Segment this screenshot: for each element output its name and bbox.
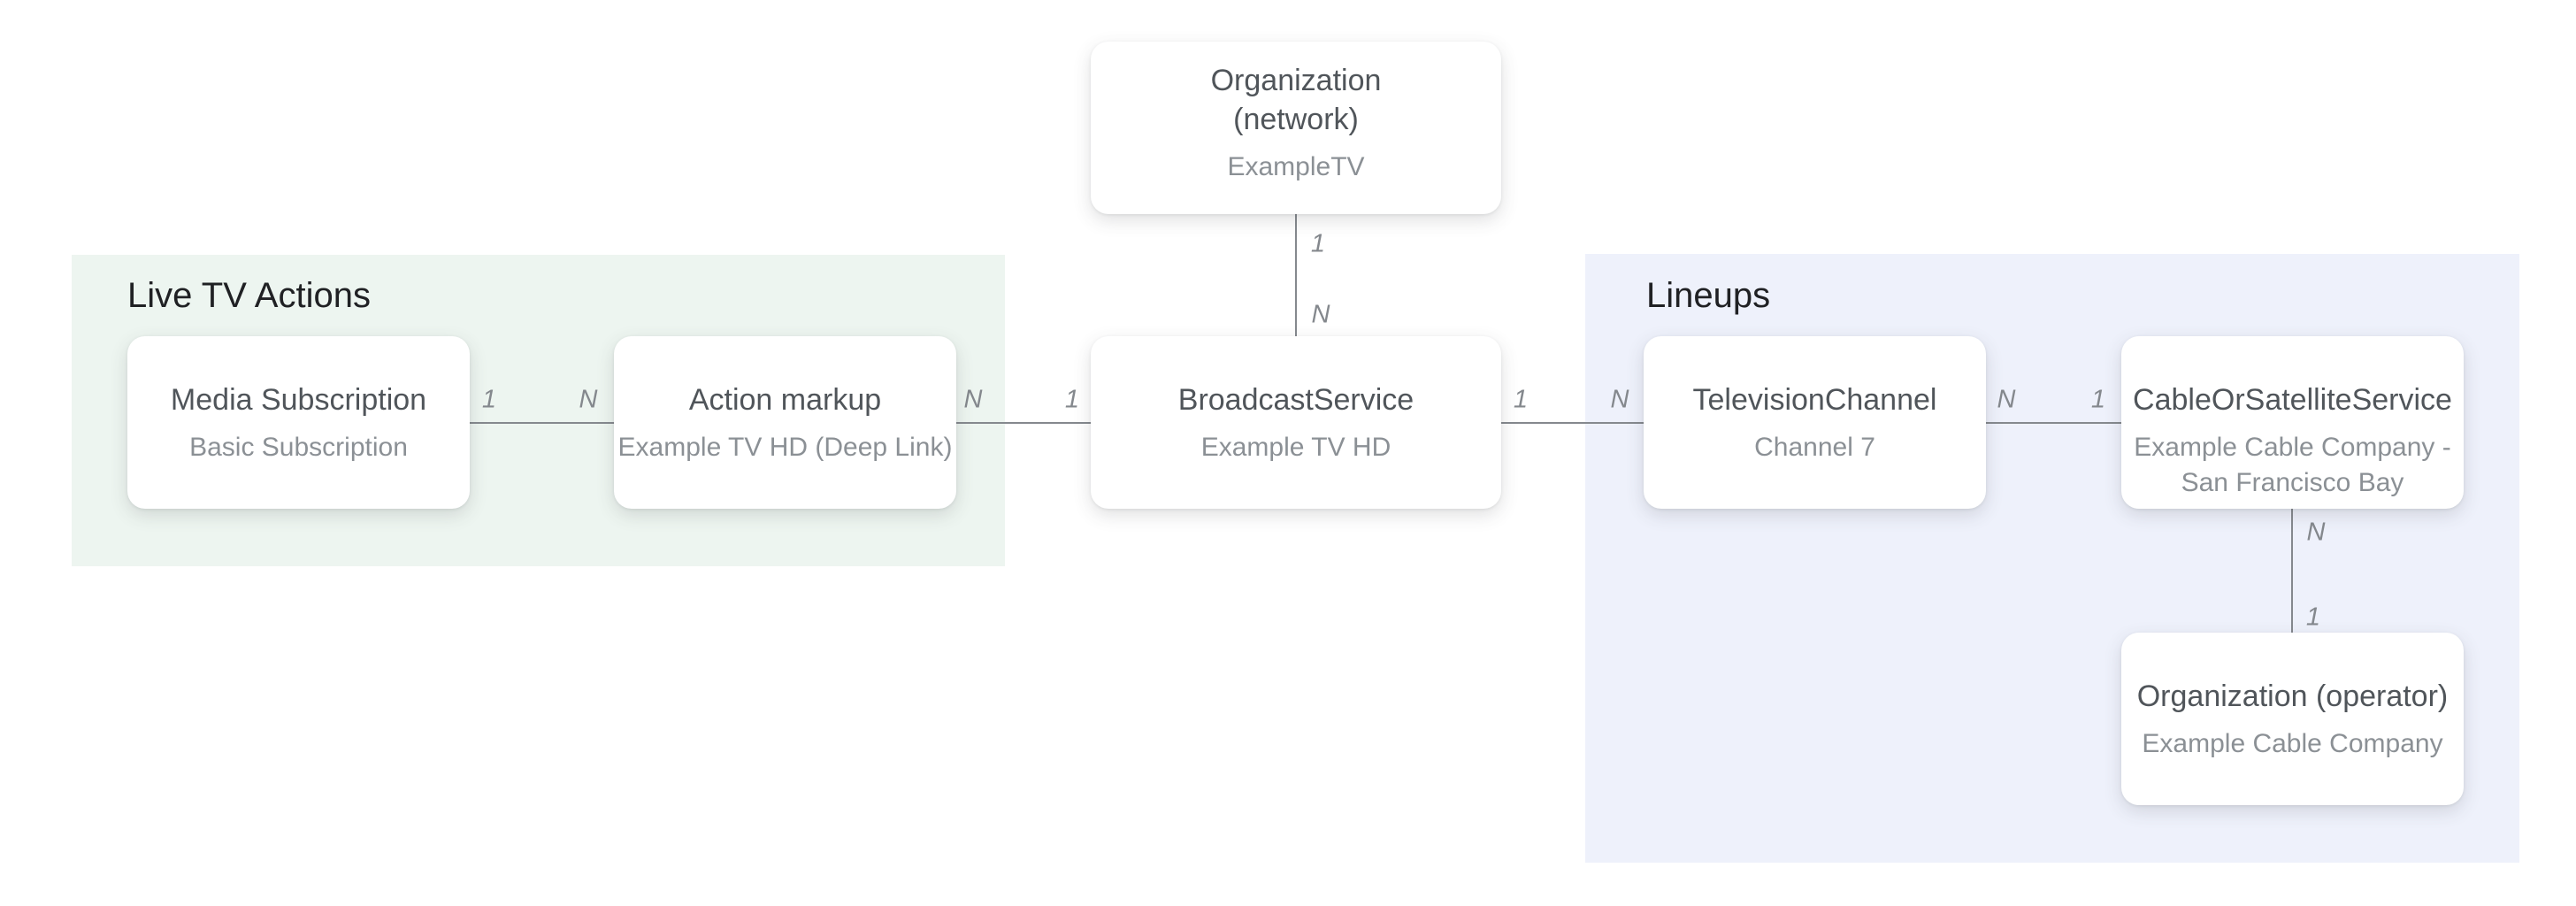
node-broadcast-service: BroadcastService Example TV HD <box>1091 336 1501 509</box>
cardinality-action-broadcast-1: 1 <box>1064 385 1080 414</box>
node-television-channel-subtitle: Channel 7 <box>1754 433 1875 462</box>
node-media-subscription: Media Subscription Basic Subscription <box>127 336 470 509</box>
node-organization-operator: Organization (operator) Example Cable Co… <box>2121 633 2464 805</box>
section-title-live-tv-actions: Live TV Actions <box>127 276 371 315</box>
connector-tv-cable <box>1986 422 2121 424</box>
cardinality-network-broadcast-n: N <box>1311 300 1330 329</box>
node-action-markup-subtitle: Example TV HD (Deep Link) <box>617 433 953 462</box>
node-organization-operator-subtitle: Example Cable Company <box>2142 729 2443 758</box>
cardinality-cable-operator-n: N <box>2306 518 2326 547</box>
node-media-subscription-title: Media Subscription <box>170 383 427 417</box>
node-television-channel: TelevisionChannel Channel 7 <box>1644 336 1986 509</box>
cardinality-media-action-1: 1 <box>481 385 497 414</box>
node-organization-network-title: Organization (network) <box>1210 64 1382 136</box>
node-broadcast-service-subtitle: Example TV HD <box>1200 433 1392 462</box>
cardinality-action-broadcast-n: N <box>963 385 983 414</box>
cardinality-tv-cable-n: N <box>1997 385 2016 414</box>
cardinality-media-action-n: N <box>579 385 598 414</box>
connector-action-broadcast <box>956 422 1091 424</box>
connector-broadcast-tv <box>1501 422 1644 424</box>
cardinality-network-broadcast-1: 1 <box>1310 229 1326 258</box>
cardinality-tv-cable-1: 1 <box>2090 385 2106 414</box>
node-cable-or-satellite-service: CableOrSatelliteService Example Cable Co… <box>2121 336 2464 509</box>
connector-cable-operator <box>2291 509 2293 633</box>
node-broadcast-service-title: BroadcastService <box>1177 383 1414 417</box>
node-television-channel-title: TelevisionChannel <box>1692 383 1937 417</box>
node-media-subscription-subtitle: Basic Subscription <box>189 433 408 462</box>
node-cable-or-satellite-service-title: CableOrSatelliteService <box>2133 383 2452 417</box>
cardinality-cable-operator-1: 1 <box>2305 603 2321 632</box>
node-organization-operator-title: Organization (operator) <box>2136 680 2449 713</box>
section-title-lineups: Lineups <box>1646 276 1771 315</box>
node-organization-network-subtitle: ExampleTV <box>1227 152 1365 181</box>
node-action-markup-title: Action markup <box>688 383 882 417</box>
cardinality-broadcast-tv-1: 1 <box>1513 385 1529 414</box>
node-action-markup: Action markup Example TV HD (Deep Link) <box>614 336 956 509</box>
node-organization-network: Organization (network) ExampleTV <box>1091 42 1501 214</box>
connector-network-broadcast <box>1295 214 1297 336</box>
connector-media-action <box>470 422 614 424</box>
node-cable-or-satellite-service-subtitle: Example Cable Company - San Francisco Ba… <box>2134 433 2451 497</box>
cardinality-broadcast-tv-n: N <box>1610 385 1629 414</box>
